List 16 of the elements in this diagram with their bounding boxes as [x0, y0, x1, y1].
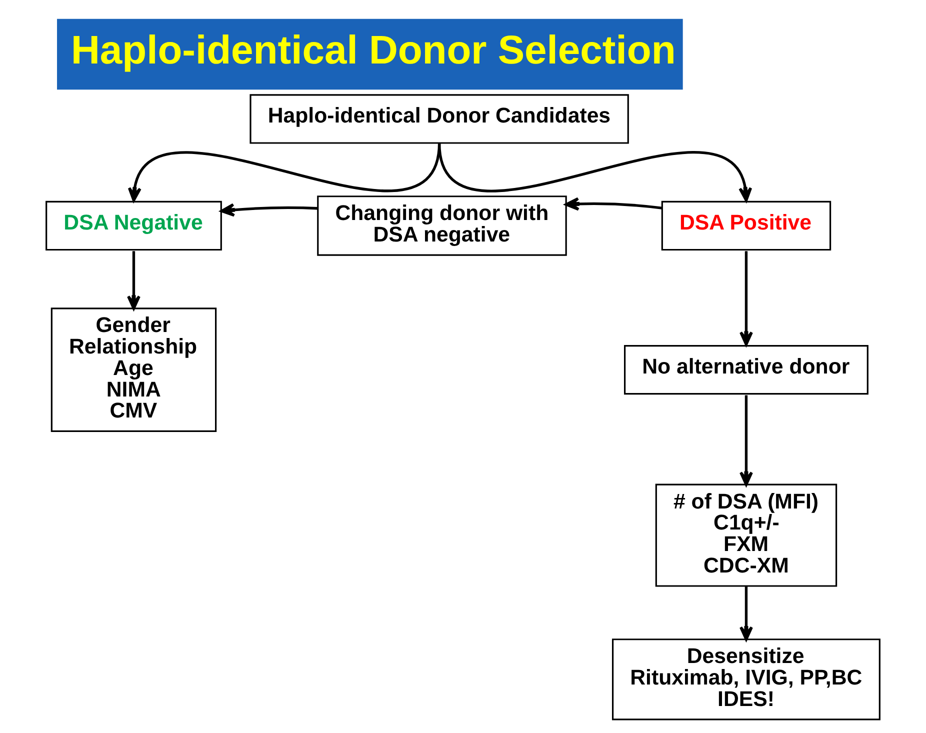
node-box: DSA Negative: [46, 200, 222, 251]
node-box: Gender Relationship Age NIMA CMV: [50, 308, 217, 432]
arrow: [127, 251, 140, 310]
node-box: Changing donor with DSA negative: [317, 196, 567, 256]
arrow: [564, 197, 662, 211]
arrow: [739, 586, 753, 641]
node-box: # of DSA (MFI) C1q+/- FXM CDC-XM: [655, 484, 838, 587]
node-box: DSA Positive: [661, 200, 832, 251]
arrow: [739, 251, 753, 346]
arrow: [739, 395, 753, 486]
arrow: [438, 142, 752, 202]
node-box: Haplo-identical Donor Candidates: [250, 94, 629, 144]
node-box: No alternative donor: [624, 345, 868, 395]
arrow: [220, 203, 318, 217]
node-box: Desensitize Rituximab, IVIG, PP,BC IDES!: [612, 638, 880, 720]
diagram-title: Haplo-identical Donor Selection: [71, 28, 676, 73]
